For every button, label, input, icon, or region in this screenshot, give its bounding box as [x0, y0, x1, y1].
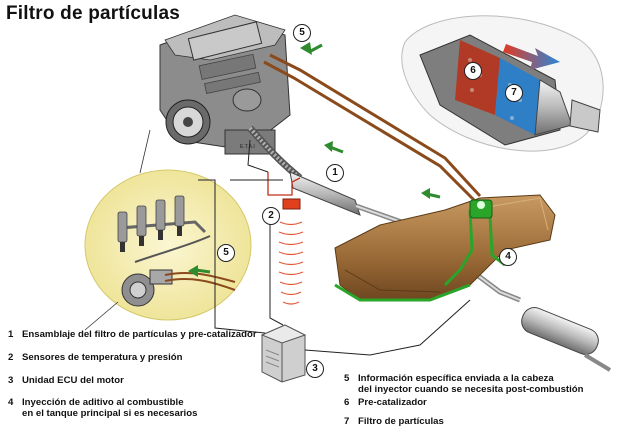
signal-waves [278, 221, 304, 305]
sensor [267, 172, 301, 210]
callout-5-top: 5 [293, 24, 311, 42]
callout-2: 2 [262, 207, 280, 225]
callout-5-inset: 5 [217, 244, 235, 262]
injection-system-inset [84, 129, 252, 331]
callout-3: 3 [306, 360, 324, 378]
callout-7: 7 [505, 84, 523, 102]
callout-4: 4 [499, 248, 517, 266]
engine: E.T.A.I [159, 14, 291, 155]
wiring [198, 139, 471, 356]
engine-mark: E.T.A.I [240, 144, 255, 150]
fuel-lines [263, 53, 482, 202]
callout-1: 1 [326, 164, 344, 182]
callout-6: 6 [464, 62, 482, 80]
page-title: Filtro de partículas [6, 3, 180, 24]
filter-cutaway-inset [401, 15, 604, 152]
ecu-unit [260, 324, 307, 383]
